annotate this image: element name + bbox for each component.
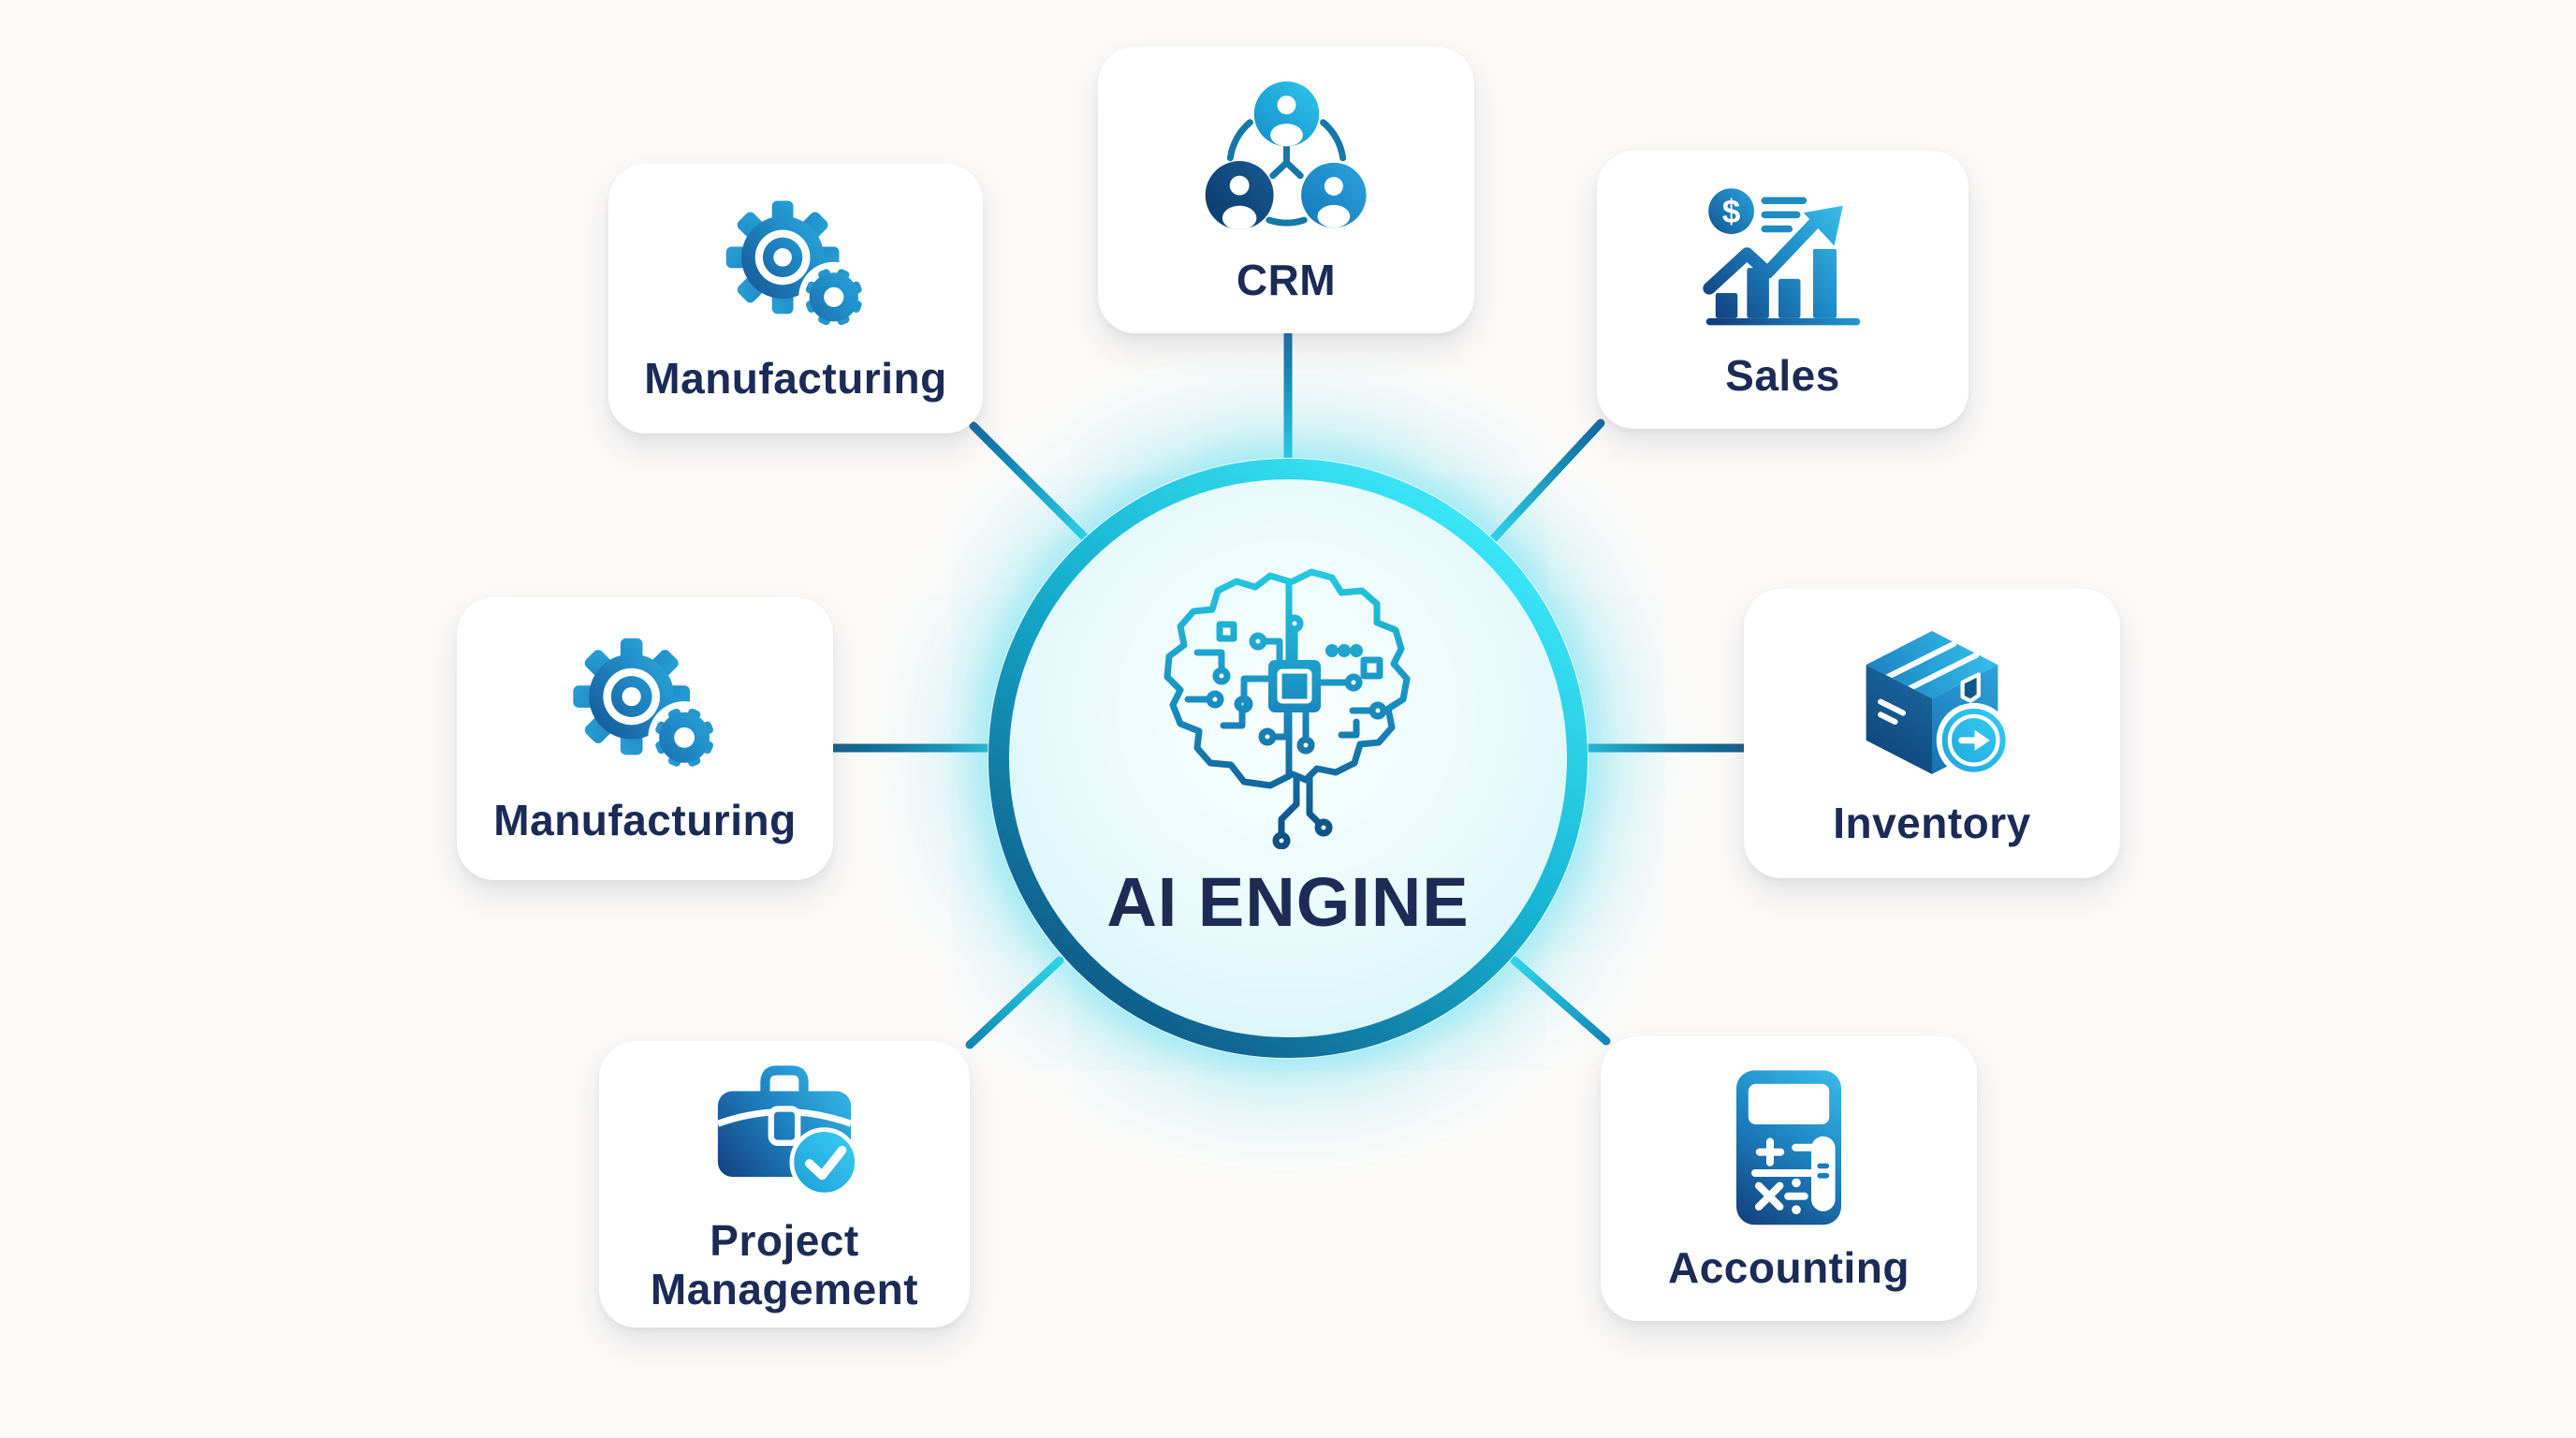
module-card-inventory: Inventory: [1744, 589, 2120, 878]
module-label: CRM: [1236, 256, 1337, 305]
hub-ring: [988, 459, 1588, 1058]
module-label: Project Management: [650, 1216, 919, 1313]
connector-line-project-management: [965, 956, 1064, 1049]
dollar-symbol: $: [1721, 194, 1740, 230]
ai-engine-hub: AI ENGINE: [988, 458, 1588, 1059]
chip-square: [1268, 660, 1321, 712]
module-label: Manufacturing: [644, 353, 947, 403]
module-label: Sales: [1725, 350, 1840, 400]
connector-line-accounting: [1510, 956, 1611, 1046]
module-card-sales: $ Sales: [1597, 151, 1969, 429]
ai-engine-label: AI ENGINE: [1106, 863, 1470, 941]
connector-line-manufacturing-top: [969, 421, 1095, 548]
dollar-coin: [1707, 187, 1754, 234]
module-card-manufacturing-top: Manufacturing: [608, 164, 983, 433]
module-label: Accounting: [1668, 1243, 1910, 1293]
package-arrow-icon: [1866, 630, 2012, 778]
module-label: Inventory: [1833, 798, 2031, 847]
module-label: Manufacturing: [493, 796, 797, 845]
gears-icon: [573, 638, 721, 774]
calculator-icon: [1736, 1070, 1841, 1225]
module-card-project-management: Project Management: [599, 1041, 970, 1328]
module-card-accounting: Accounting: [1601, 1036, 1977, 1321]
briefcase-check-icon: [717, 1065, 859, 1197]
connector-line-sales: [1486, 418, 1605, 546]
circuit-brain-icon: [1164, 568, 1411, 849]
module-card-manufacturing-left: Manufacturing: [457, 597, 833, 880]
module-card-crm: CRM: [1098, 47, 1474, 333]
gears-icon: [725, 200, 870, 332]
sales-growth-icon: $: [1702, 187, 1860, 326]
team-network-icon: [1205, 81, 1367, 230]
